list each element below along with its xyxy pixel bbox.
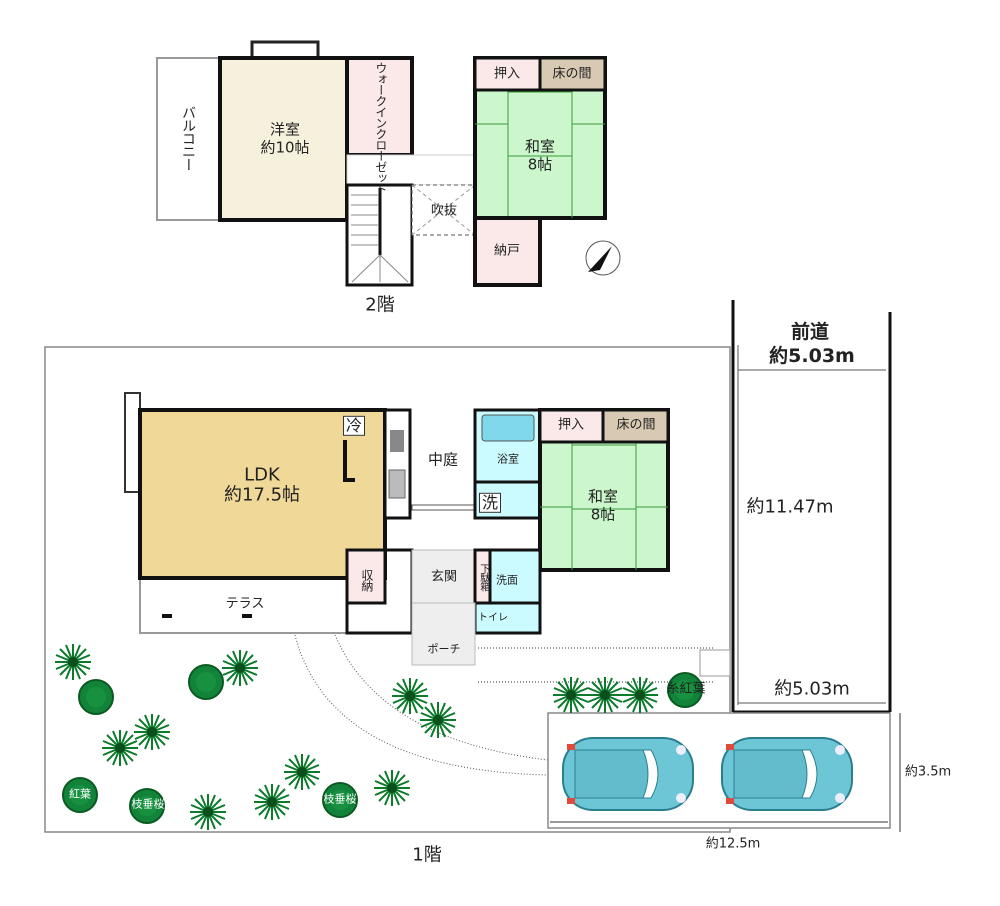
bay-window (250, 40, 320, 60)
floor1-label: 1階 (412, 844, 442, 866)
toilet-label: トイレ (478, 612, 508, 624)
porch-label: ポーチ (427, 642, 461, 656)
western-room (218, 56, 349, 222)
balcony (156, 57, 221, 221)
oshiire-2f-label: 押入 (493, 66, 521, 82)
tree-label: 枝垂桜 (131, 797, 165, 811)
kitchen-counter (383, 408, 412, 520)
ldk (138, 408, 387, 580)
car-icon (562, 737, 694, 811)
ldk-size: 約17.5帖 (223, 484, 301, 506)
oshiire-1f-label: 押入 (557, 417, 585, 433)
parking-width: 約12.5m (705, 836, 761, 852)
road-label: 前道 (790, 321, 830, 344)
porch (411, 602, 476, 666)
walk-in-closet-label: ウォークインクローゼット (373, 62, 388, 194)
japanese-room-1f-size: 8帖 (590, 505, 616, 524)
shoe-box-label: 下駄箱 (477, 563, 489, 591)
nando-label: 納戸 (493, 243, 521, 259)
nando (473, 216, 542, 287)
lot-outline (44, 346, 731, 833)
japanese-room-2f-size: 8帖 (527, 155, 553, 174)
courtyard-label: 中庭 (427, 450, 459, 469)
tree-label: 紅葉 (69, 787, 91, 801)
compass-icon (585, 240, 621, 276)
floor2-plan (156, 40, 621, 287)
ldk-name: LDK (244, 464, 280, 486)
floor2-label: 2階 (365, 294, 395, 316)
floor1-plan (124, 392, 731, 776)
japanese-room-1f-name: 和室 (587, 487, 619, 506)
road (731, 300, 892, 714)
parking-depth: 約3.5m (904, 764, 952, 780)
balcony-label: バルコニー (180, 105, 197, 171)
steps (699, 649, 731, 677)
car-icon (721, 737, 853, 811)
entrance (411, 549, 476, 604)
japanese-room-2f-name: 和室 (524, 137, 556, 156)
fridge-label: 冷 (342, 415, 366, 437)
road-width-top: 約5.03m (769, 345, 855, 368)
road-length: 約11.47m (746, 496, 834, 518)
bathroom-label: 浴室 (497, 452, 519, 466)
western-room-size: 約10帖 (260, 138, 310, 157)
fukinuke-label: 吹抜 (430, 203, 458, 219)
entrance-label: 玄関 (430, 569, 458, 585)
storage (345, 548, 387, 605)
tree-label: 枝垂桜 (323, 792, 357, 806)
washroom-label: 洗面 (496, 573, 518, 587)
walk-in-closet (345, 56, 414, 157)
tree-label: 糸紅葉 (666, 681, 706, 697)
road-width-bottom: 約5.03m (774, 678, 850, 700)
western-room-name: 洋室 (269, 120, 301, 139)
storage-label: 収納 (359, 569, 374, 591)
laundry-label: 洗 (478, 492, 502, 514)
terrace-label: テラス (225, 596, 265, 612)
tokonoma-1f-label: 床の間 (616, 417, 656, 433)
washroom (488, 548, 542, 605)
tokonoma-2f-label: 床の間 (552, 66, 592, 82)
